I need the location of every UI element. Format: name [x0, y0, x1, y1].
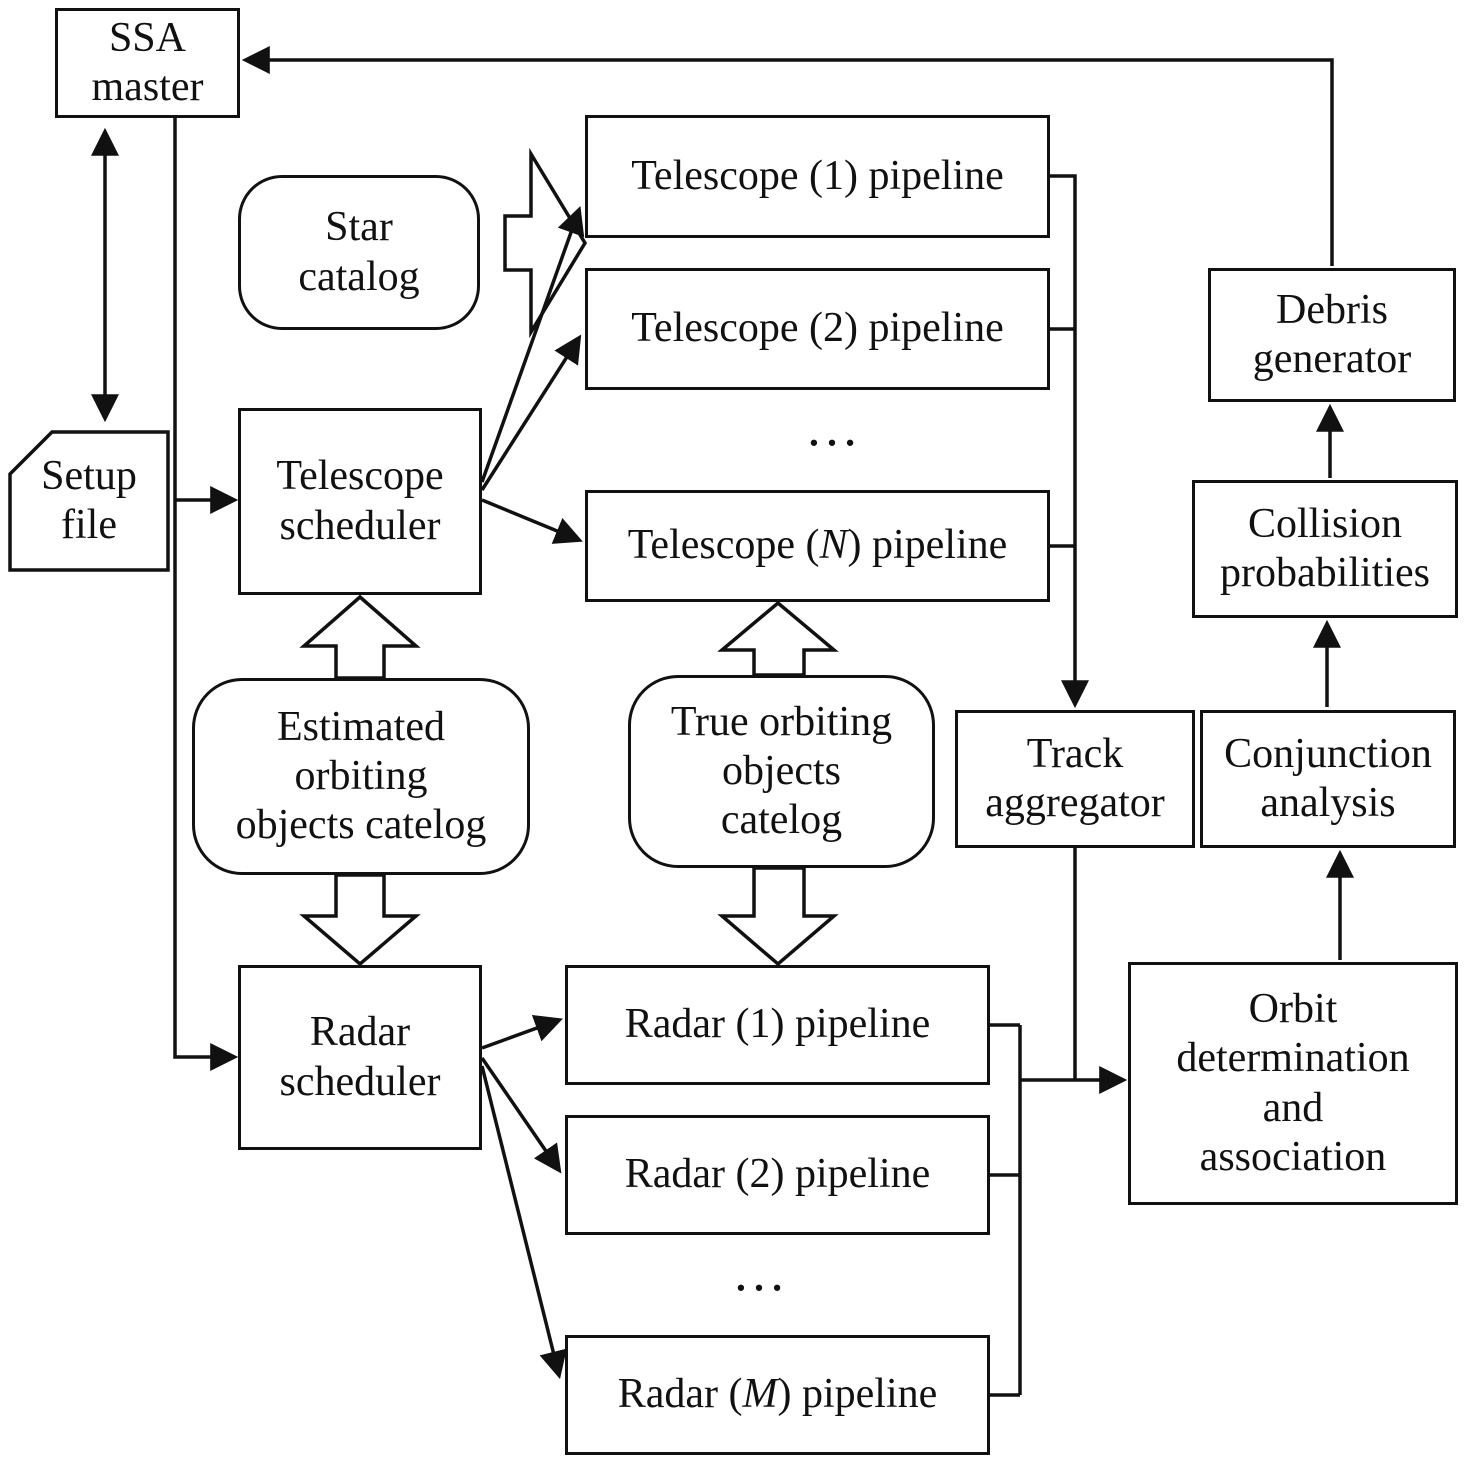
node-label: Telescope (2) pipeline: [631, 305, 1004, 352]
node-radar-pipeline-1: Radar (1) pipeline: [565, 965, 990, 1085]
telescope-ellipsis: …: [745, 397, 925, 458]
edge-radar-scheduler-to-pipeline-1: [481, 1014, 563, 1050]
node-true-orbiting-objects-catelog: True orbiting objects catelog: [628, 675, 935, 868]
node-debris-generator: Debris generator: [1208, 268, 1456, 402]
node-label: Telescope (N) pipeline: [627, 522, 1008, 569]
setup-file-shape: [8, 430, 170, 572]
line-group: [91, 46, 1354, 1397]
edge-telescope-scheduler-to-pipeline-2: [480, 334, 582, 491]
block-arrow-true-catalog-to-telescope-pipeline-n: [717, 600, 839, 677]
node-conjunction-analysis: Conjunction analysis: [1200, 710, 1456, 848]
node-label: Radar (2) pipeline: [624, 1151, 931, 1198]
node-label: Estimated orbiting objects catelog: [235, 703, 487, 849]
node-label: Setup file: [41, 452, 137, 548]
node-label: Conjunction analysis: [1224, 730, 1432, 826]
node-radar-scheduler: Radar scheduler: [238, 965, 482, 1150]
radar-ellipsis: …: [672, 1242, 852, 1303]
ellipsis-label: …: [732, 1242, 792, 1303]
edge-debris-generator-to-ssa-master: [241, 46, 1334, 266]
node-label: Radar (1) pipeline: [624, 1001, 931, 1048]
shape-group: [8, 147, 839, 967]
node-label: Orbit determination and association: [1176, 986, 1410, 1180]
node-collision-probabilities: Collision probabilities: [1192, 480, 1458, 618]
node-radar-pipeline-2: Radar (2) pipeline: [565, 1115, 990, 1235]
node-label: Radar (M) pipeline: [617, 1371, 938, 1418]
node-telescope-pipeline-n: Telescope (N) pipeline: [585, 490, 1050, 602]
edge-telescope-pipelines-to-track-aggregator: [1050, 174, 1089, 709]
edge-telescope-scheduler-to-pipeline-1: [480, 206, 585, 483]
node-radar-pipeline-m: Radar (M) pipeline: [565, 1335, 990, 1455]
node-telescope-pipeline-2: Telescope (2) pipeline: [585, 268, 1050, 390]
node-label: SSA master: [91, 14, 204, 110]
node-label: Telescope (1) pipeline: [631, 152, 1004, 199]
node-label: Telescope scheduler: [276, 453, 444, 549]
node-label: Track aggregator: [985, 730, 1165, 826]
block-arrow-estimated-catalog-to-radar-scheduler: [299, 873, 421, 967]
node-estimated-orbiting-objects-catelog: Estimated orbiting objects catelog: [192, 678, 530, 875]
node-label: Star catalog: [298, 204, 420, 300]
node-telescope-scheduler: Telescope scheduler: [238, 408, 482, 595]
block-arrow-true-catalog-to-radar-pipeline-1: [717, 866, 839, 967]
node-orbit-determination-and-association: Orbit determination and association: [1128, 962, 1458, 1205]
edge-telescope-scheduler-to-pipeline-n: [481, 498, 583, 544]
ellipsis-label: …: [805, 397, 865, 458]
node-track-aggregator: Track aggregator: [955, 710, 1195, 848]
node-star-catalog: Star catalog: [238, 175, 480, 330]
node-ssa-master: SSA master: [55, 8, 240, 118]
block-arrow-star-catalog-to-pipelines: [503, 147, 588, 339]
node-label: Debris generator: [1252, 286, 1412, 382]
edge-radar-scheduler-to-pipeline-m: [480, 1065, 567, 1380]
node-label: Radar scheduler: [279, 1009, 441, 1105]
block-arrow-estimated-catalog-to-telescope-scheduler: [299, 594, 421, 680]
edge-ssa-to-radar-scheduler: [173, 118, 239, 1071]
node-label: True orbiting objects catelog: [670, 698, 893, 844]
node-setup-file: Setup file: [14, 436, 164, 566]
edge-radar-scheduler-to-pipeline-2: [480, 1057, 562, 1174]
node-telescope-pipeline-1: Telescope (1) pipeline: [585, 115, 1050, 238]
node-label: Collision probabilities: [1220, 500, 1430, 596]
